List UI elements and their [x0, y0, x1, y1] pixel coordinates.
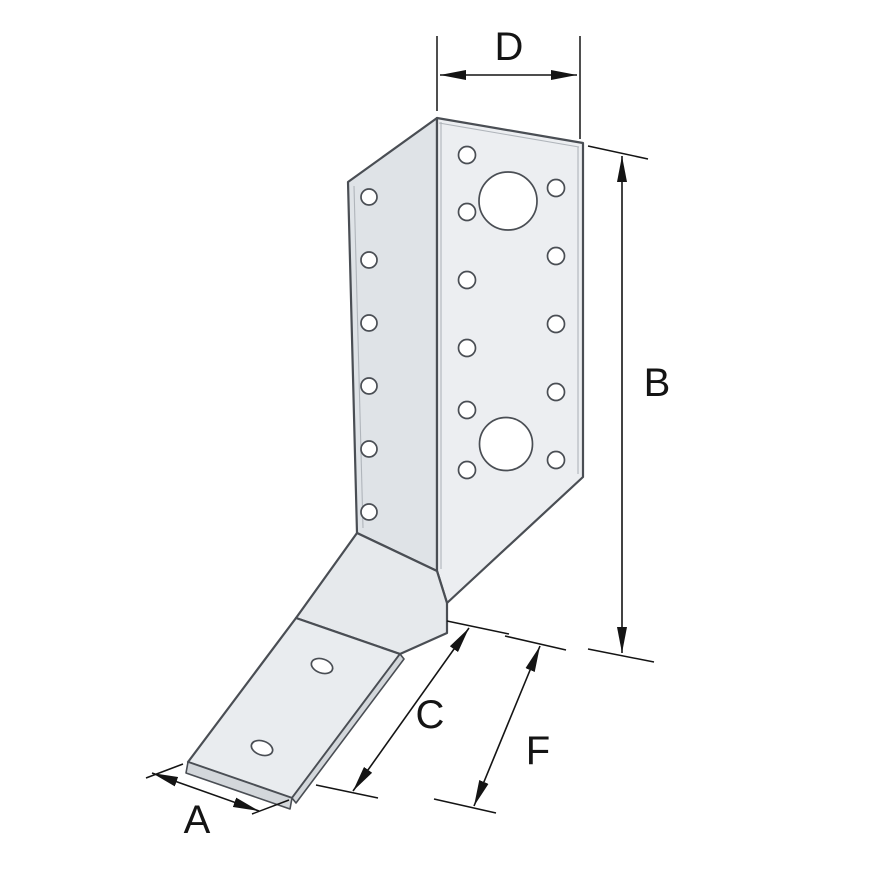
dimension-D: D — [436, 25, 581, 139]
dimension-line — [352, 627, 470, 792]
dimension-label-c: C — [416, 693, 445, 737]
dimension-line — [151, 772, 260, 812]
nail-hole — [360, 251, 378, 269]
extension-line — [251, 799, 290, 815]
nail-hole — [360, 314, 378, 332]
front-holes-outer-column — [546, 178, 566, 470]
wing-edge-inner-line — [353, 185, 364, 529]
dimension-label-a: A — [184, 798, 211, 842]
extension-line — [587, 145, 649, 160]
extension-line — [315, 784, 379, 799]
top-edge-inner-line — [438, 122, 580, 148]
base-oval-hole — [310, 657, 334, 675]
front-holes-inner-column — [457, 145, 477, 480]
wing-face — [346, 116, 439, 573]
base-oval-hole — [250, 739, 274, 757]
extension-line — [145, 763, 184, 779]
extension-line — [587, 648, 655, 663]
large-bolt-hole-bottom — [478, 416, 534, 472]
wing-holes — [360, 188, 378, 521]
dimension-label-f: F — [526, 729, 550, 773]
nail-hole — [546, 450, 566, 470]
dimension-A: A — [145, 763, 290, 842]
nail-hole — [546, 246, 566, 266]
nail-hole — [546, 314, 566, 334]
nail-hole — [457, 145, 477, 165]
nail-hole — [457, 400, 477, 420]
dimension-label-d: D — [495, 25, 524, 69]
large-bolt-hole-top — [478, 171, 538, 231]
dimension-label-b: B — [644, 361, 671, 405]
dimension-C: C — [315, 620, 510, 799]
nail-hole — [360, 377, 378, 395]
nail-hole — [546, 178, 566, 198]
nail-hole — [457, 270, 477, 290]
nail-hole — [457, 338, 477, 358]
nail-hole — [457, 460, 477, 480]
nail-hole — [360, 503, 378, 521]
nail-hole — [546, 382, 566, 402]
nail-hole — [360, 440, 378, 458]
front-face — [435, 116, 585, 605]
dimension-F: F — [433, 635, 567, 814]
extension-line — [446, 620, 510, 635]
bracket-part — [185, 116, 585, 810]
dimension-B: B — [587, 145, 671, 663]
extension-line — [433, 798, 497, 814]
extension-line — [504, 635, 567, 651]
dimension-line — [473, 645, 541, 807]
nail-hole — [457, 202, 477, 222]
nail-hole — [360, 188, 378, 206]
